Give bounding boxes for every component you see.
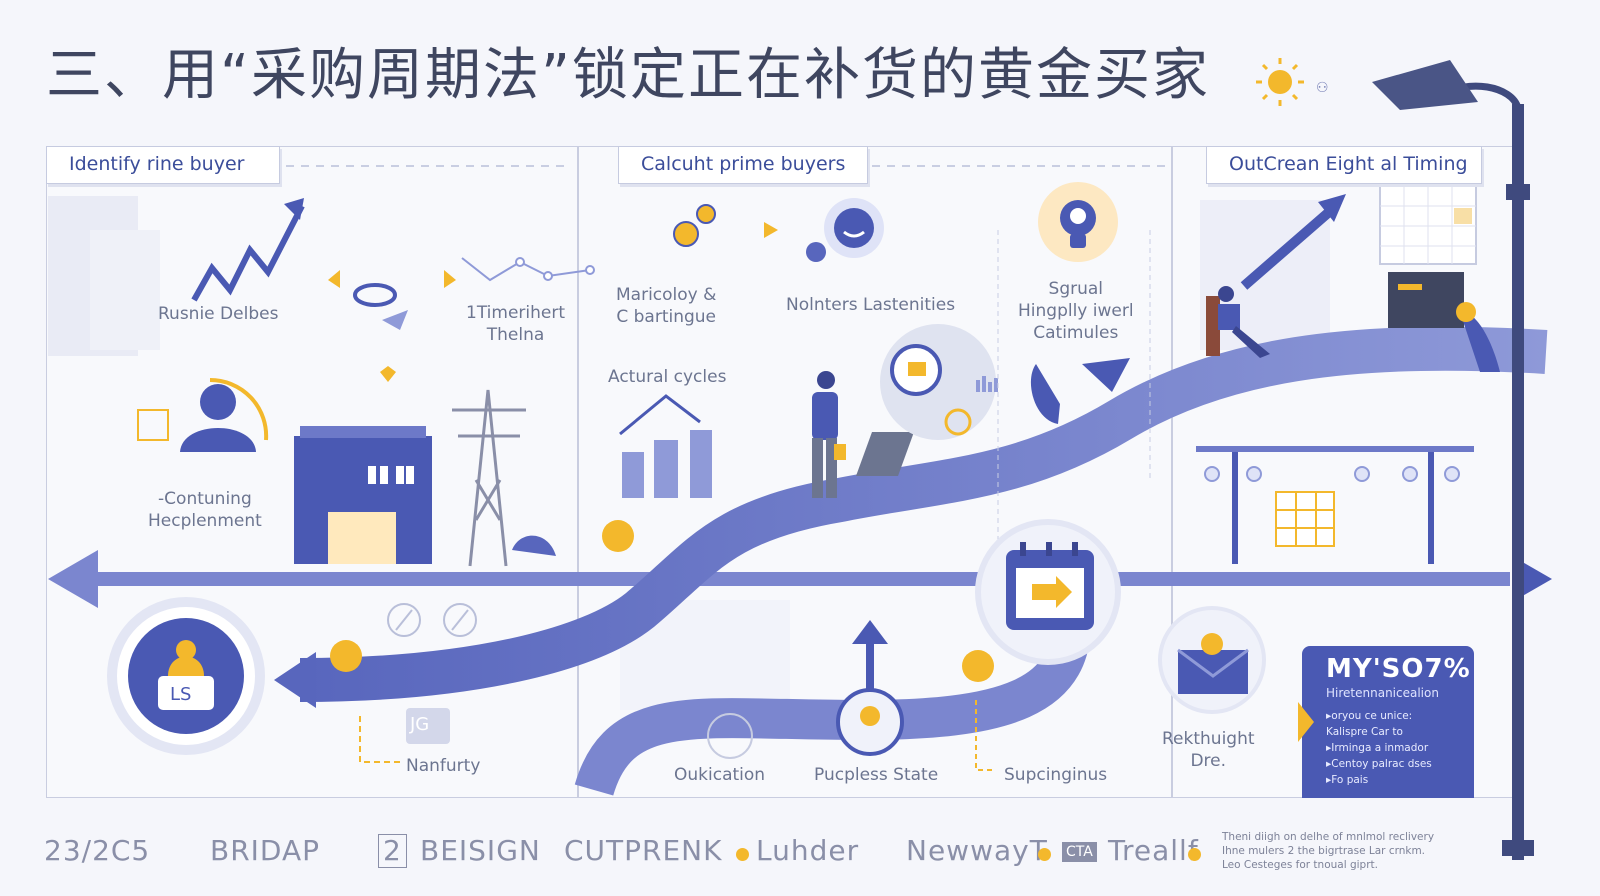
promo-bullet: ▸Irminga a inmador	[1326, 742, 1429, 754]
bulb-icon	[1038, 182, 1118, 262]
promo-headline: MY'SO7%	[1326, 654, 1471, 684]
factory-icon	[294, 426, 432, 564]
label-supcinginus: Supcinginus	[1004, 765, 1108, 785]
badge-jg: JG	[410, 714, 430, 735]
token-label: LS	[170, 684, 192, 705]
timeline-arrow	[48, 550, 1552, 608]
label-oukication: Oukication	[674, 765, 766, 785]
bottom-item-date: 23/2C5	[44, 834, 151, 867]
person-icon	[137, 377, 269, 452]
promo-bullet: ▸oryou ce unice:	[1326, 710, 1413, 722]
settings-icon	[880, 324, 996, 440]
bottom-item-cutprenk: CUTPRENK	[564, 834, 723, 867]
sun-icon	[1256, 58, 1304, 106]
trend-arrow	[191, 198, 305, 302]
label-contuning: -Contuning Hecplenment	[148, 489, 262, 531]
bottom-dot	[1038, 848, 1051, 861]
rail	[1196, 446, 1474, 564]
page-title: 三、用“采购周期法”锁定正在补货的黄金买家	[46, 43, 1211, 108]
promo-card: MY'SO7% Hiretennanicealion ▸oryou ce uni…	[1302, 646, 1474, 798]
calendar-grid-icon	[1379, 181, 1477, 265]
label-maricoloy: Maricoloy & C bartingue	[616, 285, 717, 327]
gear-icon	[673, 204, 716, 247]
bottom-item-cta: CTA	[1062, 842, 1097, 862]
calendar-icon	[975, 519, 1121, 665]
promo-bullet: Kalispre Car to	[1326, 726, 1403, 738]
tab-calculate: Calcuht prime buyers	[618, 146, 868, 184]
bottom-item-treallf: Treallf	[1108, 834, 1199, 867]
up-arrow-icon	[836, 620, 904, 756]
bottom-item-2: 2	[378, 834, 407, 868]
promo-bullets: ▸oryou ce unice: Kalispre Car to ▸Irming…	[1326, 708, 1464, 788]
drone-icon	[353, 283, 408, 330]
tab-timing: OutCrean Eight al Timing	[1206, 146, 1482, 184]
footnote: Theni diigh on delhe of mnlmol reclivery…	[1222, 831, 1435, 871]
bottom-item-beisign: BEISIGN	[420, 834, 541, 867]
bottom-item-luhder: Luhder	[756, 834, 860, 867]
bottom-dot	[736, 848, 749, 861]
bottom-dot	[1188, 848, 1201, 861]
streetlamp-icon	[1372, 60, 1534, 860]
envelope-icon	[1158, 606, 1266, 714]
worker-icon	[1206, 286, 1270, 358]
label-nanfurty: Nanfurty	[406, 756, 481, 776]
tower-icon	[452, 389, 526, 567]
promo-subtitle: Hiretennanicealion	[1326, 686, 1439, 700]
label-sgrual: Sgrual Hingplly iwerl Catimules	[1018, 279, 1134, 343]
face-icon	[806, 198, 884, 262]
label-nolnters: Nolnters Lastenities	[786, 295, 956, 315]
token-icon	[107, 597, 265, 755]
label-rekthuight: Rekthuight Dre.	[1162, 729, 1255, 771]
growth-arrow	[1240, 194, 1346, 290]
promo-arrow-icon	[1298, 702, 1314, 742]
bottom-item-newwayt: NewwayT	[906, 834, 1048, 867]
svg-text:⚇: ⚇	[1316, 80, 1329, 96]
label-actural-cycles: Actural cycles	[608, 367, 727, 387]
label-pucpless: Pucpless State	[814, 765, 939, 785]
label-timerihert: 1Timerihert Thelna	[466, 303, 566, 345]
promo-bullet: ▸Centoy palrac dses	[1326, 758, 1432, 770]
promo-bullet: ▸Fo pais	[1326, 774, 1369, 786]
tab-identify: Identify rine buyer	[46, 146, 280, 184]
label-rusnie: Rusnie Delbes	[158, 304, 279, 324]
bar-chart-icon	[619, 394, 712, 498]
walking-person-icon	[812, 371, 846, 498]
bottom-item-bridap: BRIDAP	[210, 834, 321, 867]
